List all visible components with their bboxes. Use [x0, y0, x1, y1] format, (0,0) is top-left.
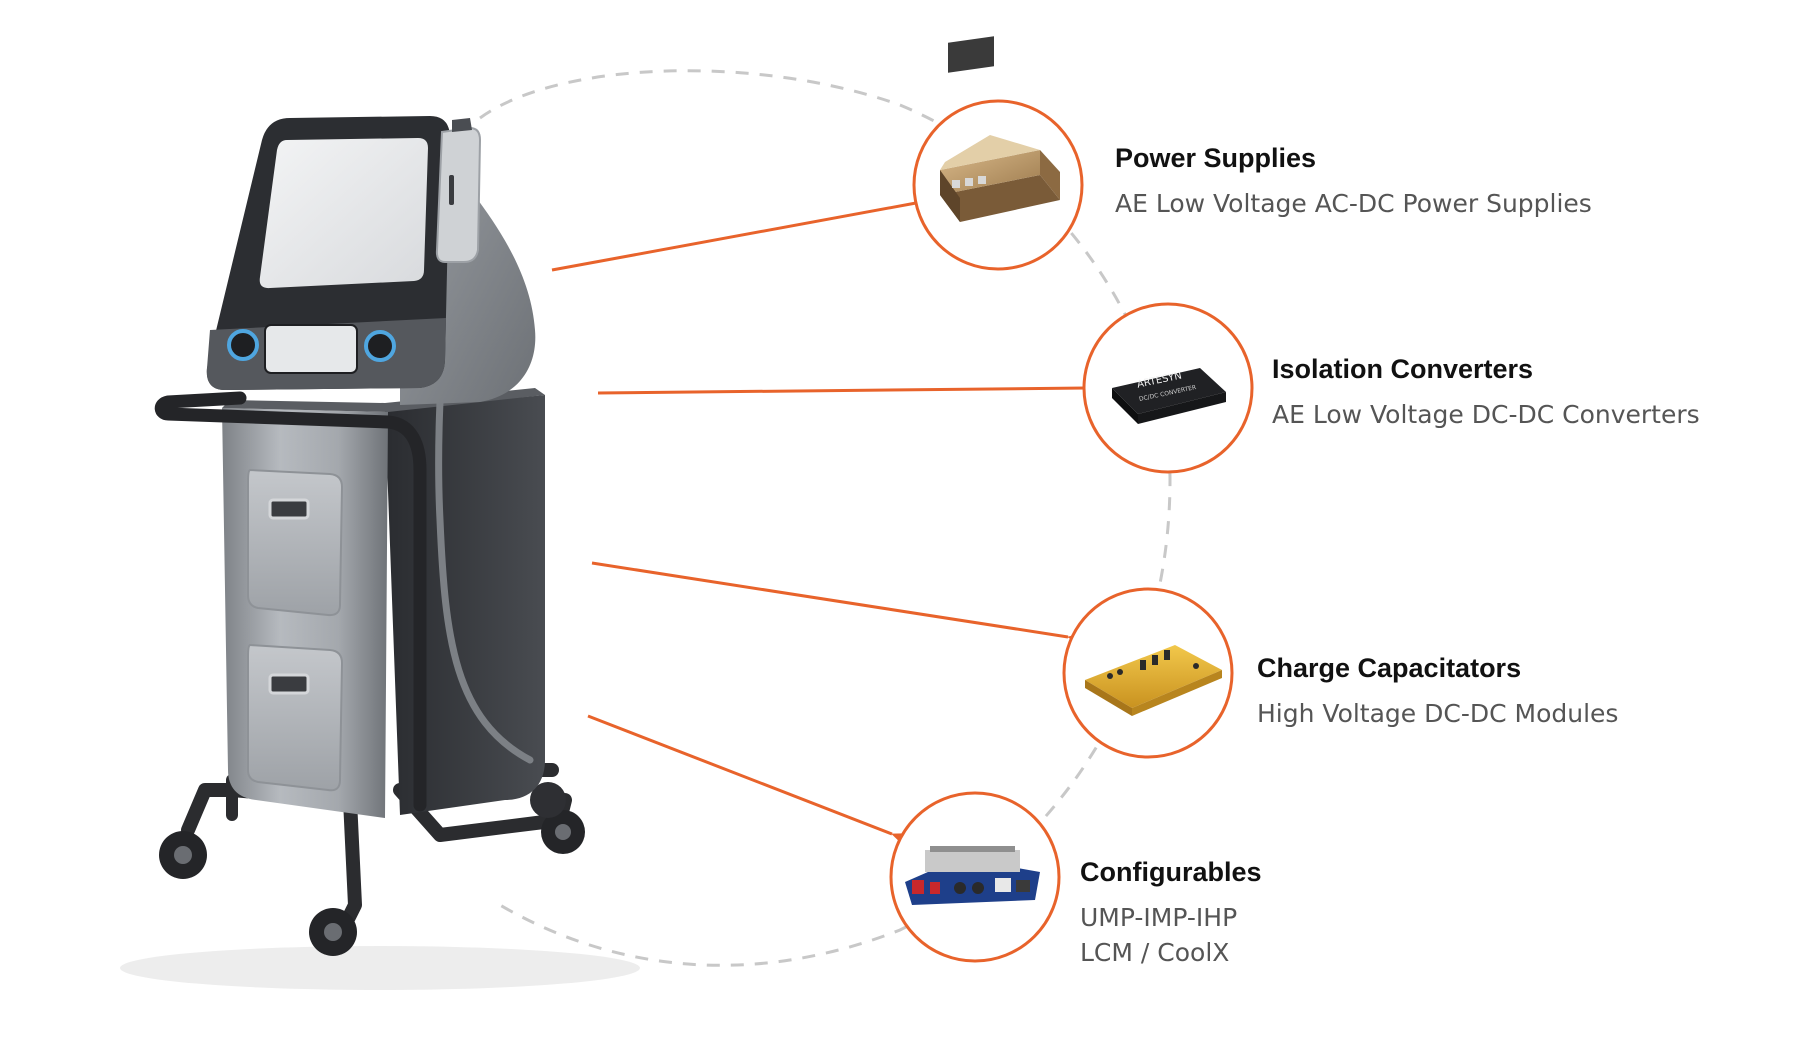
device-handpiece[interactable]	[435, 126, 482, 263]
device-main-screen[interactable]	[259, 138, 428, 289]
device-casters	[159, 782, 585, 956]
label-title: Configurables	[1080, 857, 1262, 887]
label-isolation-converters: Isolation Converters AE Low Voltage DC-D…	[1272, 353, 1700, 432]
label-charge-capacitators: Charge Capacitators High Voltage DC-DC M…	[1257, 652, 1618, 731]
device-left-knob[interactable]	[227, 329, 259, 361]
medical-device-illustration	[120, 116, 640, 990]
label-title: Isolation Converters	[1272, 354, 1534, 384]
lower-drawer-handle[interactable]	[268, 673, 310, 695]
component-circle-configurables[interactable]	[889, 791, 1061, 963]
label-subtitle: AE Low Voltage DC-DC Converters	[1272, 400, 1700, 429]
power-supply-image	[940, 36, 1060, 222]
arrow-charge-capacitators	[591, 561, 1080, 644]
component-circle-isolation-converters[interactable]: ARTESYN DC/DC CONVERTER	[1082, 302, 1254, 474]
label-subtitle: High Voltage DC-DC Modules	[1257, 699, 1619, 728]
label-subtitle: AE Low Voltage AC-DC Power Supplies	[1115, 189, 1592, 218]
component-circle-charge-capacitators[interactable]	[1062, 587, 1234, 759]
label-title: Charge Capacitators	[1257, 653, 1522, 683]
upper-drawer-handle[interactable]	[268, 498, 310, 520]
device-upper-drawer	[247, 468, 344, 617]
device-right-knob[interactable]	[364, 330, 396, 362]
label-power-supplies: Power Supplies AE Low Voltage AC-DC Powe…	[1115, 142, 1592, 221]
label-configurables: Configurables UMP-IMP-IHP LCM / CoolX	[1080, 856, 1262, 970]
component-circle-power-supplies[interactable]	[912, 36, 1084, 271]
configurable-board-image	[905, 846, 1040, 905]
arrow-configurables	[587, 714, 905, 843]
label-title: Power Supplies	[1115, 143, 1317, 173]
label-subtitle-line-2: LCM / CoolX	[1080, 938, 1230, 967]
arrow-isolation-converters	[597, 382, 1098, 395]
label-subtitle-line-1: UMP-IMP-IHP	[1080, 903, 1238, 932]
hv-module-image	[1085, 645, 1222, 716]
arrow-power-supplies	[551, 196, 928, 272]
device-floor-shadow	[120, 946, 640, 990]
device-lower-drawer	[247, 643, 344, 792]
connector-arrows	[551, 196, 1098, 843]
dashed-orbit-arc	[479, 69, 1172, 967]
device-handle-bar	[154, 391, 427, 812]
device-control-screen[interactable]	[264, 324, 358, 374]
dc-dc-converter-image: ARTESYN DC/DC CONVERTER	[1112, 368, 1226, 424]
